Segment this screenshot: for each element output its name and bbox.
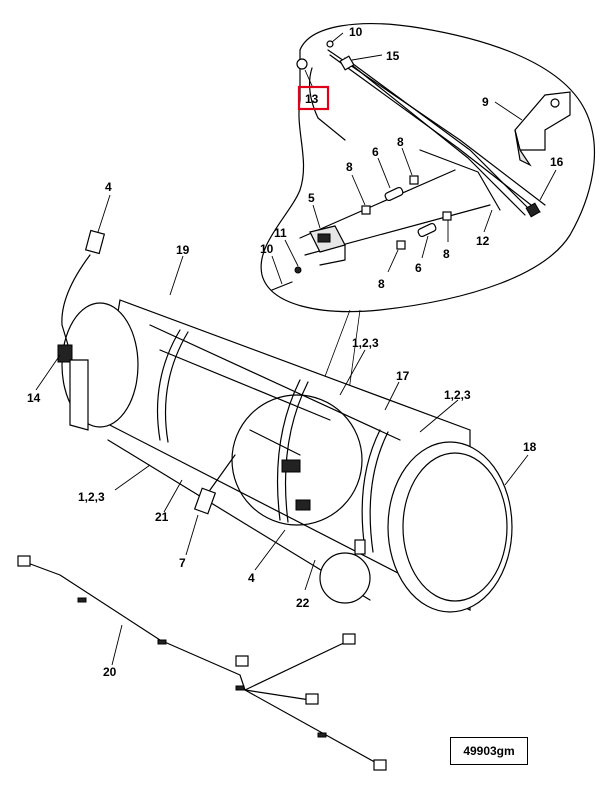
callout-6: 6 [372,145,379,159]
callout-19: 19 [176,243,190,257]
callout-20: 20 [103,665,117,679]
screw [271,281,293,291]
callout-1-2-3: 1,2,3 [352,336,379,350]
connector-7 [193,454,236,515]
callout-8: 8 [443,247,450,261]
callout-17: 17 [396,369,410,383]
sensor-module [309,225,346,266]
left-harness [57,229,106,431]
callout-13: 13 [305,92,319,106]
o-ring [294,266,302,274]
dpf-canister [61,299,513,613]
callout-9: 9 [482,95,489,109]
callout-8: 8 [378,277,385,291]
callout-8: 8 [397,135,404,149]
callout-22: 22 [296,596,310,610]
callout-10: 10 [260,242,274,256]
callout-15: 15 [386,49,400,63]
callout-14: 14 [27,391,41,405]
callout-6: 6 [415,261,422,275]
leader-lines [35,32,557,666]
callout-4: 4 [105,180,112,194]
callout-7: 7 [179,556,186,570]
callout-10: 10 [349,25,363,39]
connectors [361,175,452,250]
wiring-harness [17,555,387,771]
highlight-box [297,85,330,111]
detail-view-outline [260,23,596,399]
fitting [296,40,334,70]
callout-8: 8 [346,160,353,174]
callout-21: 21 [155,510,169,524]
callout-5: 5 [308,191,315,205]
diagram-code-label: 49903gm [450,737,528,765]
callout-12: 12 [476,234,490,248]
callout-11: 11 [274,226,287,240]
callout-16: 16 [550,155,564,169]
callout-4: 4 [248,571,255,585]
canister-sensor [159,349,331,511]
callout-1-2-3: 1,2,3 [78,490,105,504]
hose-clip [339,55,541,218]
hose-assembly [299,49,546,256]
callout-1-2-3: 1,2,3 [444,388,471,402]
mounting-bracket [514,91,571,167]
callout-labels: 10 15 13 9 8 6 8 16 5 11 10 12 8 6 8 4 1… [27,25,564,679]
callout-18: 18 [523,440,537,454]
outlet-pipe [319,539,371,604]
